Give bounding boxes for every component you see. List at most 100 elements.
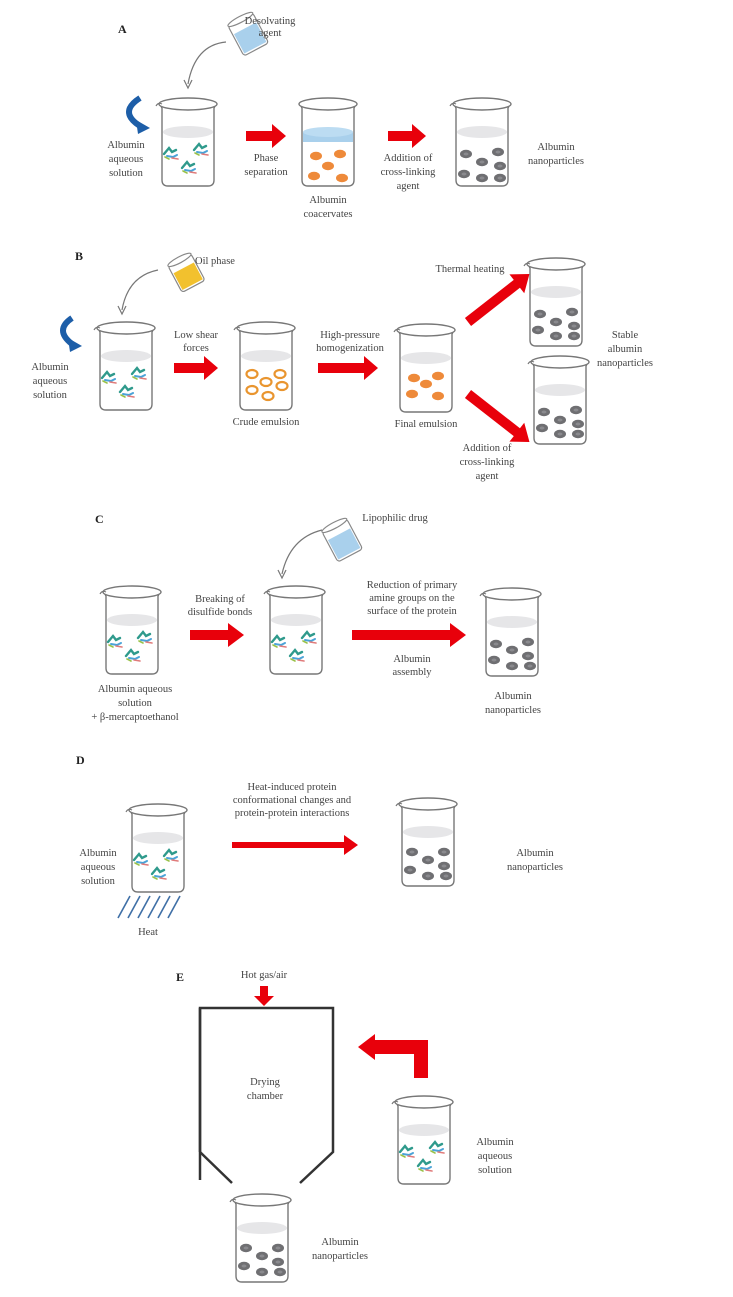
desolvating-agent-cup bbox=[227, 11, 269, 56]
label-solution: solution bbox=[81, 876, 116, 887]
step-label: Breaking of bbox=[195, 594, 245, 605]
label-solution: solution bbox=[109, 168, 144, 179]
step-label: Reduction of primary bbox=[367, 580, 458, 591]
label-albumin: Albumin bbox=[494, 691, 532, 702]
label-albumin: albumin bbox=[608, 344, 643, 355]
label-solution: solution bbox=[478, 1165, 513, 1176]
beaker-albumin-solution bbox=[391, 1095, 454, 1185]
step-label: surface of the protein bbox=[367, 606, 457, 617]
process-arrow bbox=[352, 623, 466, 647]
label-albumin: Albumin bbox=[107, 140, 145, 151]
panel-letter-b: B bbox=[75, 249, 83, 263]
label-aqueous: aqueous bbox=[81, 862, 115, 873]
pour-curve-arrow bbox=[187, 41, 227, 85]
label-coacervates: coacervates bbox=[304, 209, 353, 220]
beaker-coacervates bbox=[298, 97, 358, 187]
pour-label: Lipophilic drug bbox=[362, 513, 428, 524]
panel-c: C Lipophilic drug Albumin aqueous soluti… bbox=[91, 512, 542, 723]
label-albumin: Albumin bbox=[537, 142, 575, 153]
step-label: cross-linking bbox=[460, 457, 516, 468]
label-albumin: Albumin bbox=[309, 195, 347, 206]
process-arrow bbox=[388, 124, 426, 148]
heat-arrows-icon bbox=[117, 895, 181, 919]
beaker-reduced-albumin bbox=[263, 585, 326, 675]
pour-curve-arrow bbox=[121, 269, 159, 311]
step-sub-label: assembly bbox=[392, 667, 432, 678]
label-nanoparticles: nanoparticles bbox=[507, 862, 563, 873]
branch-arrow-down bbox=[464, 390, 530, 443]
beaker-final-emulsion bbox=[393, 323, 456, 413]
label-nanoparticles: nanoparticles bbox=[528, 156, 584, 167]
step-label: forces bbox=[183, 343, 209, 354]
step-label: High-pressure bbox=[320, 330, 380, 341]
label-solution: solution bbox=[33, 390, 68, 401]
pour-label-line1: Desolvating bbox=[245, 16, 296, 27]
label-aqueous: aqueous bbox=[109, 154, 143, 165]
step-label: agent bbox=[397, 181, 420, 192]
label-nanoparticles: nanoparticles bbox=[597, 358, 653, 369]
step-label: separation bbox=[244, 167, 288, 178]
feed-arrow bbox=[358, 1034, 428, 1078]
step-label: cross-linking bbox=[381, 167, 437, 178]
panel-letter-d: D bbox=[76, 753, 85, 767]
step-label: Addition of bbox=[463, 443, 512, 454]
label-nanoparticles: nanoparticles bbox=[485, 705, 541, 716]
beaker-nanoparticles bbox=[395, 797, 458, 887]
label-final-emulsion: Final emulsion bbox=[395, 419, 458, 430]
panel-letter-e: E bbox=[176, 970, 184, 984]
label-albumin: Albumin bbox=[79, 848, 117, 859]
step-label: Heat-induced protein bbox=[248, 782, 338, 793]
label-chamber: chamber bbox=[247, 1091, 284, 1102]
label-thermal-heating: Thermal heating bbox=[435, 264, 505, 275]
process-arrow bbox=[232, 835, 358, 855]
label-aqueous: aqueous bbox=[33, 376, 67, 387]
step-label: homogenization bbox=[316, 343, 384, 354]
step-label: disulfide bonds bbox=[188, 607, 252, 618]
panel-b: B Oil phase Albumin aqueous solution Low… bbox=[31, 249, 653, 482]
pour-curve-arrow bbox=[281, 529, 323, 575]
process-arrow bbox=[318, 356, 378, 380]
panel-e: E Hot gas/air Drying chamber Albumin aqu… bbox=[176, 970, 514, 1283]
step-label: Phase bbox=[254, 153, 279, 164]
beaker-albumin-solution bbox=[125, 803, 188, 893]
hot-gas-arrow bbox=[254, 986, 274, 1006]
beaker-albumin-solution bbox=[99, 585, 162, 675]
beaker-crude-emulsion bbox=[233, 321, 296, 411]
step-label: amine groups on the bbox=[369, 593, 455, 604]
step-label: agent bbox=[476, 471, 499, 482]
label-drying: Drying bbox=[250, 1077, 280, 1088]
beaker-nanoparticles bbox=[479, 587, 542, 677]
label-heat: Heat bbox=[138, 927, 158, 938]
step-sub-label: Albumin bbox=[393, 654, 431, 665]
panel-a: A Desolvating agent Albumin aqueous solu… bbox=[107, 11, 584, 220]
label-start: Albumin aqueous bbox=[98, 684, 172, 695]
lipophilic-drug-cup bbox=[321, 517, 363, 562]
process-arrow bbox=[174, 356, 218, 380]
label-hot-gas: Hot gas/air bbox=[241, 970, 288, 981]
beaker-nanoparticles bbox=[229, 1193, 292, 1283]
beaker-nanoparticles-thermal bbox=[523, 257, 586, 347]
branch-arrow-up bbox=[464, 273, 530, 326]
oil-phase-cup bbox=[167, 252, 205, 293]
panel-letter-a: A bbox=[118, 22, 127, 36]
beaker-albumin-solution bbox=[155, 97, 218, 187]
panel-d: D Albumin aqueous solution Heat Heat-ind… bbox=[76, 753, 563, 938]
step-label: Low shear bbox=[174, 330, 219, 341]
label-nanoparticles: nanoparticles bbox=[312, 1251, 368, 1262]
label-aqueous: aqueous bbox=[478, 1151, 512, 1162]
pour-label: Oil phase bbox=[195, 256, 235, 267]
beaker-nanoparticles bbox=[449, 97, 512, 187]
step-label: protein-protein interactions bbox=[235, 808, 350, 819]
label-albumin: Albumin bbox=[476, 1137, 514, 1148]
panel-letter-c: C bbox=[95, 512, 104, 526]
label-start: solution bbox=[118, 698, 153, 709]
beaker-albumin-solution bbox=[93, 321, 156, 411]
label-albumin: Albumin bbox=[31, 362, 69, 373]
label-albumin: Albumin bbox=[321, 1237, 359, 1248]
step-label: conformational changes and bbox=[233, 795, 352, 806]
step-label: Addition of bbox=[384, 153, 433, 164]
process-arrow bbox=[246, 124, 286, 148]
beaker-nanoparticles-crosslinked bbox=[527, 355, 590, 445]
pour-label-line2: agent bbox=[259, 28, 282, 39]
